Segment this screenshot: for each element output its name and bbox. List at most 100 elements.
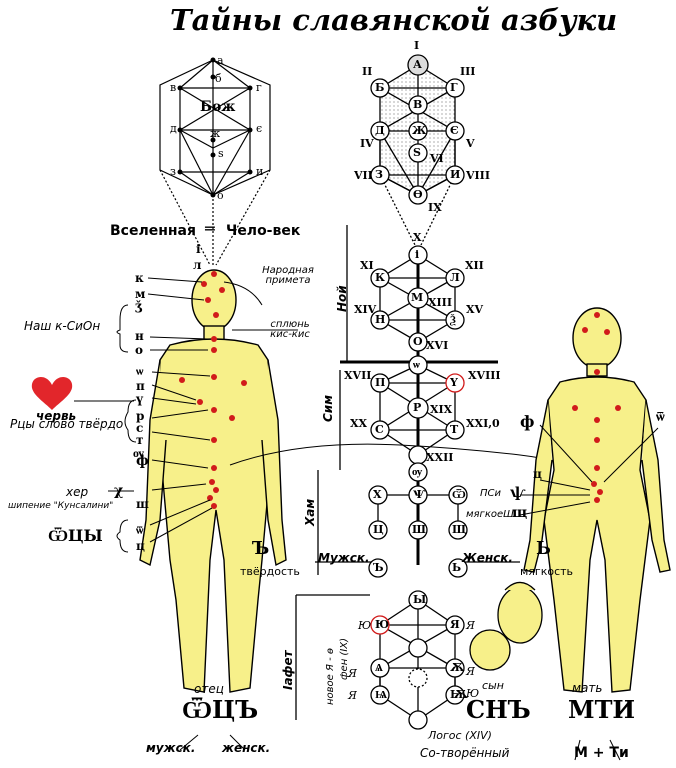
- node-label: ж: [210, 127, 221, 140]
- ya-label-right: Я: [466, 619, 475, 632]
- universe-label: Вселенная: [110, 223, 196, 239]
- node-Ou: ѹ: [412, 465, 423, 478]
- worm-label: червь: [36, 409, 77, 423]
- letter-o: о: [135, 343, 144, 357]
- male-label: Мужск.: [318, 551, 370, 565]
- noy-label: Ной: [335, 285, 349, 312]
- new-ya-label: новое Я - ѳ: [325, 647, 336, 705]
- node-L: Л: [450, 271, 460, 284]
- letter-u: ү: [136, 392, 143, 406]
- numeral-XIV: XIV: [354, 303, 377, 316]
- numeral-IV: IV: [360, 137, 374, 150]
- letter-ksi: ǯ: [135, 299, 142, 313]
- numeral-VI: VI: [430, 152, 444, 165]
- female-points: [572, 312, 621, 503]
- node-Z: З: [375, 168, 383, 181]
- folk-sign-label: Народная примета: [262, 265, 314, 286]
- node-Ery: Ы: [413, 593, 427, 606]
- center-label-boj: Бож: [200, 99, 236, 115]
- male-figure: [139, 269, 287, 693]
- female-label: Женск.: [462, 551, 513, 565]
- node-Zh: Ж: [412, 124, 427, 137]
- otsy-label: ѾЦЫ: [48, 526, 103, 545]
- node-O: О: [413, 335, 423, 348]
- bracket-ksion: [116, 304, 129, 353]
- numeral-XXII: XXII: [426, 451, 454, 464]
- ya-label-left: Я: [348, 667, 357, 680]
- letter-sh: ш: [136, 497, 149, 511]
- letter-s: с: [136, 421, 144, 435]
- node-Ksi: Ѯ: [450, 313, 456, 326]
- page-title: Тайны славянской азбуки: [170, 3, 618, 37]
- equals-sign: ═: [205, 219, 215, 238]
- numeral-VIII: VIII: [466, 169, 490, 182]
- numeral-IX: IX: [428, 201, 442, 214]
- numeral-XI: XI: [360, 259, 374, 272]
- letter-ot-right: ѿ: [656, 409, 665, 425]
- letter-r: р: [136, 409, 145, 423]
- numeral-III: III: [460, 65, 476, 78]
- node-V: В: [413, 98, 423, 111]
- letter-i: і: [196, 242, 201, 256]
- letter-m: м: [135, 287, 146, 301]
- ham-label: Хам: [303, 498, 317, 526]
- male-points: [179, 271, 247, 509]
- father-label: отец: [194, 682, 224, 696]
- softness-label: мягкость: [520, 565, 574, 578]
- letter-ts: ц: [136, 539, 145, 553]
- node-label: в: [170, 81, 177, 94]
- node-S2: С: [375, 423, 384, 436]
- node-K: К: [375, 271, 386, 284]
- baby-figure: [469, 581, 543, 671]
- node-T: Т: [450, 423, 459, 436]
- node-label: г: [256, 81, 262, 94]
- node-N: Н: [375, 313, 386, 326]
- letter-p: п: [136, 379, 145, 393]
- node-E: Є: [450, 124, 459, 137]
- yu-label-right: Ю: [466, 687, 480, 700]
- iafet-label: Іафет: [281, 650, 295, 690]
- shch-glyph: щ: [512, 505, 528, 521]
- numeral-XII: XII: [465, 259, 484, 272]
- letter-omega: ѡ: [136, 364, 144, 378]
- letter-t: т: [136, 433, 144, 447]
- node-Yus2: Ѫ: [450, 661, 465, 674]
- node-label: и: [256, 165, 264, 178]
- father-word: ѾЦЪ: [182, 695, 259, 724]
- node-Shch: Щ: [452, 523, 467, 536]
- letter-kh: χ: [114, 483, 124, 499]
- heart-icon: [31, 376, 73, 410]
- letter-l: л: [193, 258, 202, 272]
- letter-f: ф: [136, 453, 149, 469]
- logos-label: Логос (XIV): [428, 729, 492, 742]
- node-Omega: ѡ: [413, 358, 420, 371]
- node-S: S: [413, 146, 421, 159]
- numeral-X: X: [413, 231, 422, 244]
- node-label: д: [170, 122, 177, 135]
- spit-label: сплюнь кис-кис: [270, 319, 310, 340]
- yu-label-left: Ю: [358, 619, 372, 632]
- female-figure: [523, 307, 671, 693]
- rtsy-label: Рцы слово твёрдо: [10, 417, 124, 431]
- formula: М + Ти: [574, 745, 629, 761]
- node-I: И: [450, 168, 461, 181]
- letter-ou: ѹ: [133, 446, 145, 460]
- numeral-XXI: XXI,0: [466, 417, 500, 430]
- psi-label: ПСи: [480, 488, 502, 499]
- node-Yus1: Ѧ: [375, 661, 383, 674]
- numeral-XX: XX: [350, 417, 368, 430]
- node-Erj: Ь: [452, 561, 462, 574]
- node-Psi: Ѱ: [413, 488, 426, 501]
- node-Yus4: Ѭ: [450, 688, 468, 701]
- hissing-label: шипение "Кунсалини": [8, 501, 114, 511]
- ya-label-right2: Я: [466, 665, 475, 678]
- soft-sign: Ь: [536, 538, 551, 559]
- node-G: Г: [450, 81, 458, 94]
- human-label: Чело-век: [226, 223, 301, 239]
- node-label: є: [256, 122, 263, 135]
- node-label: з: [170, 165, 176, 178]
- ya-label-left2: Я: [348, 689, 357, 702]
- node-label: s: [218, 147, 224, 160]
- bracket-otsy: [116, 519, 129, 553]
